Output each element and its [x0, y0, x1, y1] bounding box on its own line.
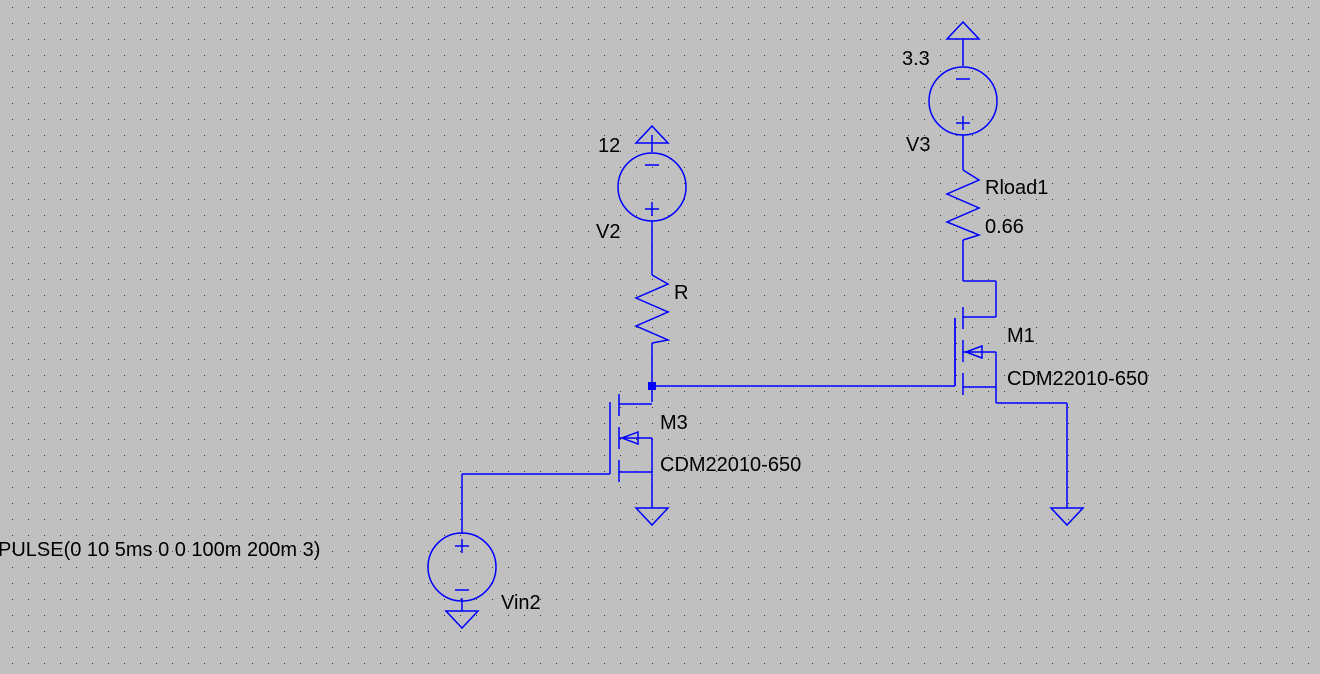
- vin2-name-label[interactable]: Vin2: [501, 592, 541, 614]
- rload1-name-label[interactable]: Rload1: [985, 177, 1048, 199]
- ground-symbol-m1[interactable]: [1049, 507, 1085, 527]
- supply-flag-v2[interactable]: [634, 124, 670, 144]
- mosfet-m1[interactable]: [954, 307, 997, 395]
- voltage-source-vin2[interactable]: [427, 532, 497, 602]
- supply-flag-v3[interactable]: [945, 20, 981, 40]
- voltage-source-v3[interactable]: [928, 39, 998, 136]
- ground-symbol-vin2[interactable]: [444, 610, 480, 630]
- wires[interactable]: [461, 135, 1068, 611]
- m1-model-label[interactable]: CDM22010-650: [1007, 368, 1148, 390]
- m3-model-label[interactable]: CDM22010-650: [660, 454, 801, 476]
- m3-name-label[interactable]: M3: [660, 412, 688, 434]
- resistor-r[interactable]: [634, 274, 671, 344]
- v2-value-label[interactable]: 12: [598, 135, 620, 157]
- v3-value-label[interactable]: 3.3: [902, 48, 930, 70]
- junction-dot: [648, 382, 656, 390]
- resistor-rload1[interactable]: [945, 169, 982, 241]
- r-name-label[interactable]: R: [674, 282, 688, 304]
- m1-name-label[interactable]: M1: [1007, 325, 1035, 347]
- vin2-value-label[interactable]: PULSE(0 10 5ms 0 0 100m 200m 3): [0, 539, 320, 561]
- mosfet-m3[interactable]: [609, 394, 653, 508]
- rload1-value-label[interactable]: 0.66: [985, 216, 1024, 238]
- v2-name-label[interactable]: V2: [596, 221, 620, 243]
- v3-name-label[interactable]: V3: [906, 134, 930, 156]
